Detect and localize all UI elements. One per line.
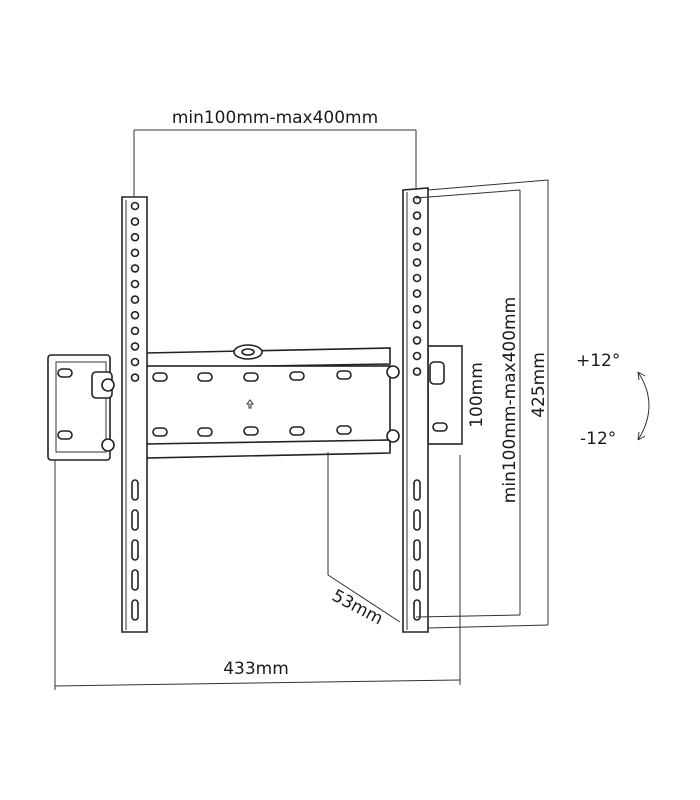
plate-height-label: 100mm [467,362,487,428]
mount-hole [130,201,140,211]
mount-hole [412,351,422,361]
depth-dimension: 53mm [327,452,401,629]
mount-slot [131,569,139,591]
vesa-width-dimension: min100mm-max400mm [133,108,417,197]
mount-hole [130,326,140,336]
tilt-up-label: +12° [576,351,620,371]
arrowhead-down-icon [637,431,646,441]
right-arm [402,187,429,633]
left-arm [121,196,148,633]
mount-hole [412,336,422,345]
mount-slot [131,509,139,531]
plate-width-dimension: 433mm [54,455,461,690]
mount-hole [130,264,140,273]
mount-hole [130,217,140,226]
plate-width-label: 433mm [223,659,289,679]
plate-slots [152,370,352,437]
arrowhead-up-icon [637,371,646,381]
mount-slot [413,569,421,591]
mount-hole [412,289,422,298]
mount-hole [130,295,140,304]
tilt-indicator: +12° -12° [576,351,650,449]
vesa-height-dimension: min100mm-max400mm [415,189,521,618]
vesa-width-label: min100mm-max400mm [172,108,378,128]
tilt-arc-arrow-icon [637,371,650,441]
mount-hole [412,304,422,314]
vesa-height-label: min100mm-max400mm [500,297,520,503]
wing-nut [101,378,115,392]
depth-label: 53mm [328,586,386,629]
bracket-height-dimension: 425mm [427,179,549,629]
mount-slot [413,479,421,501]
wall-plate [47,344,463,461]
up-arrow-icon [246,399,254,409]
wing-nut [386,429,400,443]
mount-hole [130,232,140,242]
wing-nut [101,438,115,452]
mount-hole [412,367,422,376]
wing-nut [386,365,400,379]
mount-slot [131,539,139,561]
tilt-down-label: -12° [580,429,616,449]
bracket-height-label: 425mm [529,352,549,418]
mount-hole [130,373,140,382]
mount-slot [413,539,421,561]
mount-hole [130,357,140,367]
mount-slot [413,509,421,531]
mount-slot [131,479,139,501]
mount-hole [412,226,422,236]
mount-hole [412,211,422,220]
mount-slot [413,599,421,621]
plate-height-dimension: 100mm [461,346,487,444]
mount-hole [412,242,422,252]
mount-hole [130,248,140,258]
mount-hole [412,320,422,330]
mount-hole [412,258,422,267]
mount-hole [412,273,422,283]
mount-hole [130,279,140,289]
mount-hole [130,342,140,351]
mount-slot [131,599,139,621]
mount-hole [130,310,140,320]
